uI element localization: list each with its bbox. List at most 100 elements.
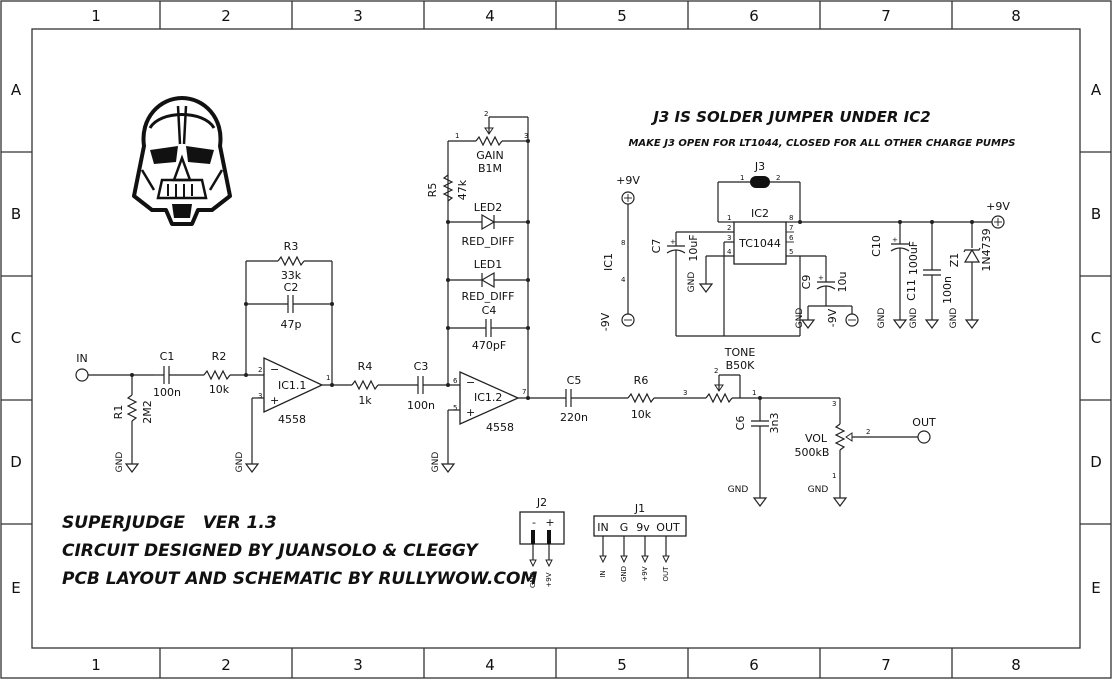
svg-text:B50K: B50K [726, 359, 756, 372]
svg-text:GND: GND [115, 452, 125, 473]
svg-text:3: 3 [683, 389, 687, 397]
svg-text:R6: R6 [634, 374, 649, 387]
svg-text:+: + [892, 236, 898, 244]
svg-text:IC1.1: IC1.1 [278, 379, 306, 392]
svg-text:+: + [670, 238, 676, 246]
svg-text:Z1: Z1 [948, 253, 961, 268]
connector-j2: J2 - + GND +9V [519, 496, 565, 588]
svg-text:GND: GND [877, 308, 887, 329]
column-label: 8 [1011, 7, 1021, 25]
svg-text:TC1044: TC1044 [738, 237, 781, 250]
svg-text:OUT: OUT [656, 521, 680, 534]
resistor-r5: R5 47k [426, 174, 469, 202]
svg-text:J1: J1 [634, 502, 645, 515]
svg-text:3: 3 [832, 400, 836, 408]
input-jack: IN [75, 352, 89, 382]
svg-text:2: 2 [776, 174, 780, 182]
svg-text:1: 1 [326, 374, 330, 382]
capacitor-c6: C6 3n3 GND [728, 398, 781, 507]
svg-text:VOL: VOL [805, 432, 828, 445]
capacitor-c4: C4 470pF [448, 304, 528, 352]
svg-text:470pF: 470pF [472, 339, 506, 352]
svg-text:C3: C3 [414, 360, 429, 373]
row-label: B [11, 205, 21, 223]
row-label: D [10, 453, 22, 471]
svg-text:B1M: B1M [478, 162, 502, 175]
potentiometer-tone: 2 3 1 TONE B50K [683, 346, 760, 404]
svg-text:C10: C10 [870, 235, 883, 257]
svg-text:5: 5 [453, 404, 457, 412]
svg-text:−: − [466, 376, 475, 389]
svg-text:GND: GND [687, 272, 697, 293]
svg-text:TONE: TONE [724, 346, 756, 359]
column-label: 7 [881, 656, 891, 674]
svg-text:10k: 10k [209, 383, 230, 396]
svg-text:C11: C11 [905, 279, 918, 301]
svg-text:G: G [620, 521, 629, 534]
svg-text:47p: 47p [281, 318, 302, 331]
svg-text:2M2: 2M2 [141, 400, 154, 424]
svg-text:2: 2 [258, 366, 262, 374]
svg-text:GND: GND [620, 566, 628, 582]
column-label: 4 [485, 7, 495, 25]
column-labels-bottom: 1 2 3 4 5 6 7 8 [91, 656, 1021, 674]
column-label: 8 [1011, 656, 1021, 674]
svg-text:7: 7 [789, 224, 793, 232]
svg-text:6: 6 [789, 234, 794, 242]
column-label: 4 [485, 656, 495, 674]
column-label: 1 [91, 7, 101, 25]
svg-text:7: 7 [522, 388, 526, 396]
row-label: C [1091, 329, 1101, 347]
svg-text:1: 1 [832, 472, 836, 480]
charge-pump-ic2: IC2 TC1044 1 2 3 4 8 7 6 5 [706, 207, 826, 265]
svg-text:100uF: 100uF [907, 241, 920, 275]
svg-text:+: + [270, 394, 279, 407]
svg-text:5: 5 [789, 248, 793, 256]
potentiometer-vol: 3 1 2 VOL 500kB GND [760, 397, 918, 507]
svg-text:+: + [545, 516, 554, 529]
capacitor-c2: C2 47p [246, 281, 332, 331]
column-label: 7 [881, 7, 891, 25]
row-labels-right: A B C D E [1090, 81, 1102, 597]
column-label: 2 [221, 656, 231, 674]
resistor-r3: R3 33k [246, 240, 332, 282]
column-label: 5 [617, 656, 627, 674]
svg-text:1k: 1k [358, 394, 372, 407]
svg-text:R3: R3 [284, 240, 299, 253]
svg-text:33k: 33k [281, 269, 302, 282]
column-label: 2 [221, 7, 231, 25]
svg-text:10k: 10k [631, 408, 652, 421]
svg-text:GAIN: GAIN [476, 149, 504, 162]
title-line-1: SUPERJUDGE VER 1.3 [62, 513, 277, 533]
svg-text:47k: 47k [456, 179, 469, 200]
svg-text:J2: J2 [536, 496, 547, 509]
svg-text:−: − [270, 363, 279, 376]
svg-text:10uF: 10uF [687, 234, 700, 261]
row-labels-left: A B C D E [10, 81, 22, 597]
svg-text:GND: GND [529, 572, 537, 588]
svg-text:220n: 220n [560, 411, 588, 424]
svg-text:GND: GND [808, 485, 829, 495]
title-block: SUPERJUDGE VER 1.3 CIRCUIT DESIGNED BY J… [62, 513, 537, 589]
svg-text:GND: GND [431, 452, 441, 473]
jumper-j3: J3 1 2 [717, 160, 801, 222]
svg-text:C5: C5 [567, 374, 582, 387]
title-line-2: CIRCUIT DESIGNED BY JUANSOLO & CLEGGY [62, 541, 479, 561]
resistor-r6: R6 10k [627, 374, 706, 421]
svg-text:LED1: LED1 [474, 258, 503, 271]
output-jack: OUT [912, 416, 936, 444]
svg-text:+: + [818, 274, 824, 282]
svg-text:10u: 10u [836, 272, 849, 293]
svg-text:100n: 100n [153, 386, 181, 399]
supply-9v-node: +9V [986, 200, 1010, 229]
title-line-3: PCB LAYOUT AND SCHEMATIC BY RULLYWOW.COM [62, 569, 537, 589]
svg-text:6: 6 [453, 377, 458, 385]
svg-text:9v: 9v [636, 521, 650, 534]
svg-text:RED_DIFF: RED_DIFF [462, 290, 515, 303]
svg-text:+9V: +9V [616, 174, 640, 187]
svg-text:GND: GND [949, 308, 959, 329]
resistor-r2: R2 10k [203, 350, 264, 396]
row-label: A [1091, 81, 1102, 99]
svg-text:-: - [532, 516, 536, 529]
